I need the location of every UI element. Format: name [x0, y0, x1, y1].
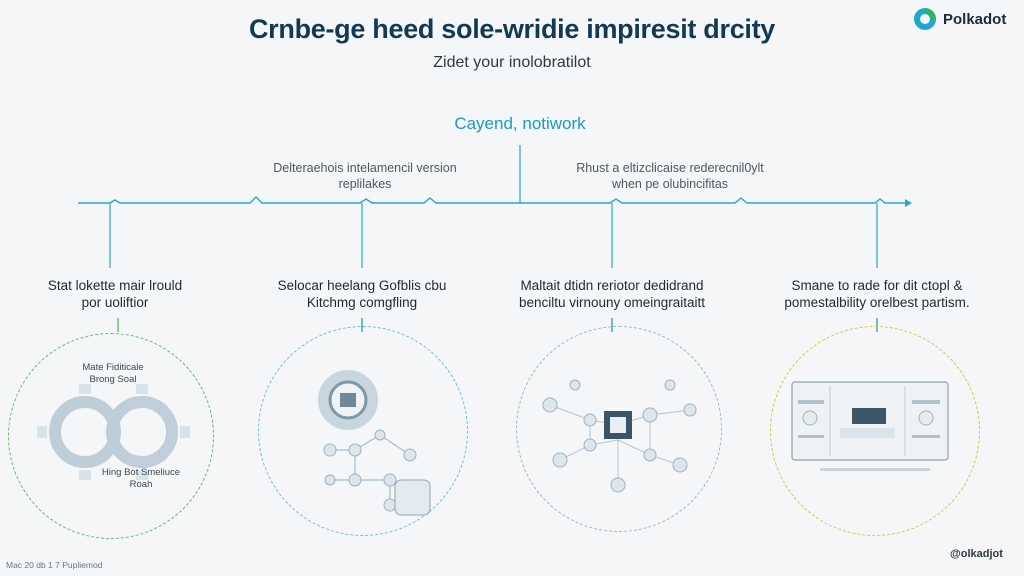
footer-caption: Mac 20 db 1 7 Pupliemod: [6, 560, 103, 570]
footer-handle[interactable]: @olkadjot: [950, 548, 1003, 560]
mid-note-left: Delteraehois intelamencil version replil…: [273, 161, 457, 191]
dashboard-caption-lines: [820, 468, 930, 471]
center-label: Cayend, notiwork: [454, 114, 586, 133]
stage-label-3: Maltait dtidn reriotor dedidrand bencilt…: [518, 278, 706, 310]
interlocking-gears-icon: [37, 384, 190, 480]
stage-1-inner-bottom: Hing Bot Smeliuce Roah: [101, 467, 181, 490]
gear-network-icon: [318, 370, 431, 516]
brand-name: Polkadot: [943, 10, 1007, 28]
stage-label-2: Selocar heelang Gofblis cbu Kitchmg comg…: [277, 278, 447, 310]
stage-circle-3: [516, 326, 722, 532]
stage-label-1: Stat lokette mair lrould por uoliftior: [47, 278, 183, 310]
stage-circle-1: [8, 333, 214, 539]
polkadot-logo-icon: [914, 8, 936, 30]
stage-circle-2: [258, 326, 468, 536]
timeline-arrowhead: [905, 199, 912, 207]
main-timeline: [78, 196, 905, 204]
node-network-icon: [542, 379, 697, 493]
stage-circle-4: [770, 326, 980, 536]
mid-note-right: Rhust a eltizclicaise rederecnil0ylt whe…: [576, 161, 764, 191]
brand-logo[interactable]: Polkadot: [912, 6, 1006, 32]
page-subtitle: Zidet your inolobratilot: [433, 54, 591, 71]
page-title: Crnbe-ge heed sole-wridie impiresit drci…: [248, 14, 776, 44]
dashboard-panel-icon: [791, 381, 949, 461]
stage-label-4: Smane to rade for dit ctopl & pomestalbi…: [784, 278, 970, 310]
stage-1-inner-top: Mate Fiditicale Brong Soal: [82, 362, 144, 385]
